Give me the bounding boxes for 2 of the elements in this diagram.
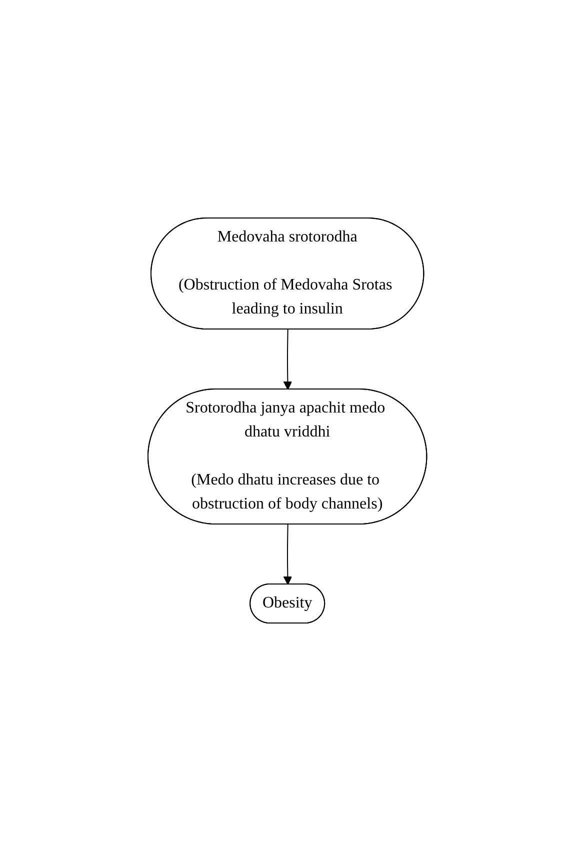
arrow bbox=[282, 329, 292, 390]
arrow bbox=[282, 524, 292, 585]
